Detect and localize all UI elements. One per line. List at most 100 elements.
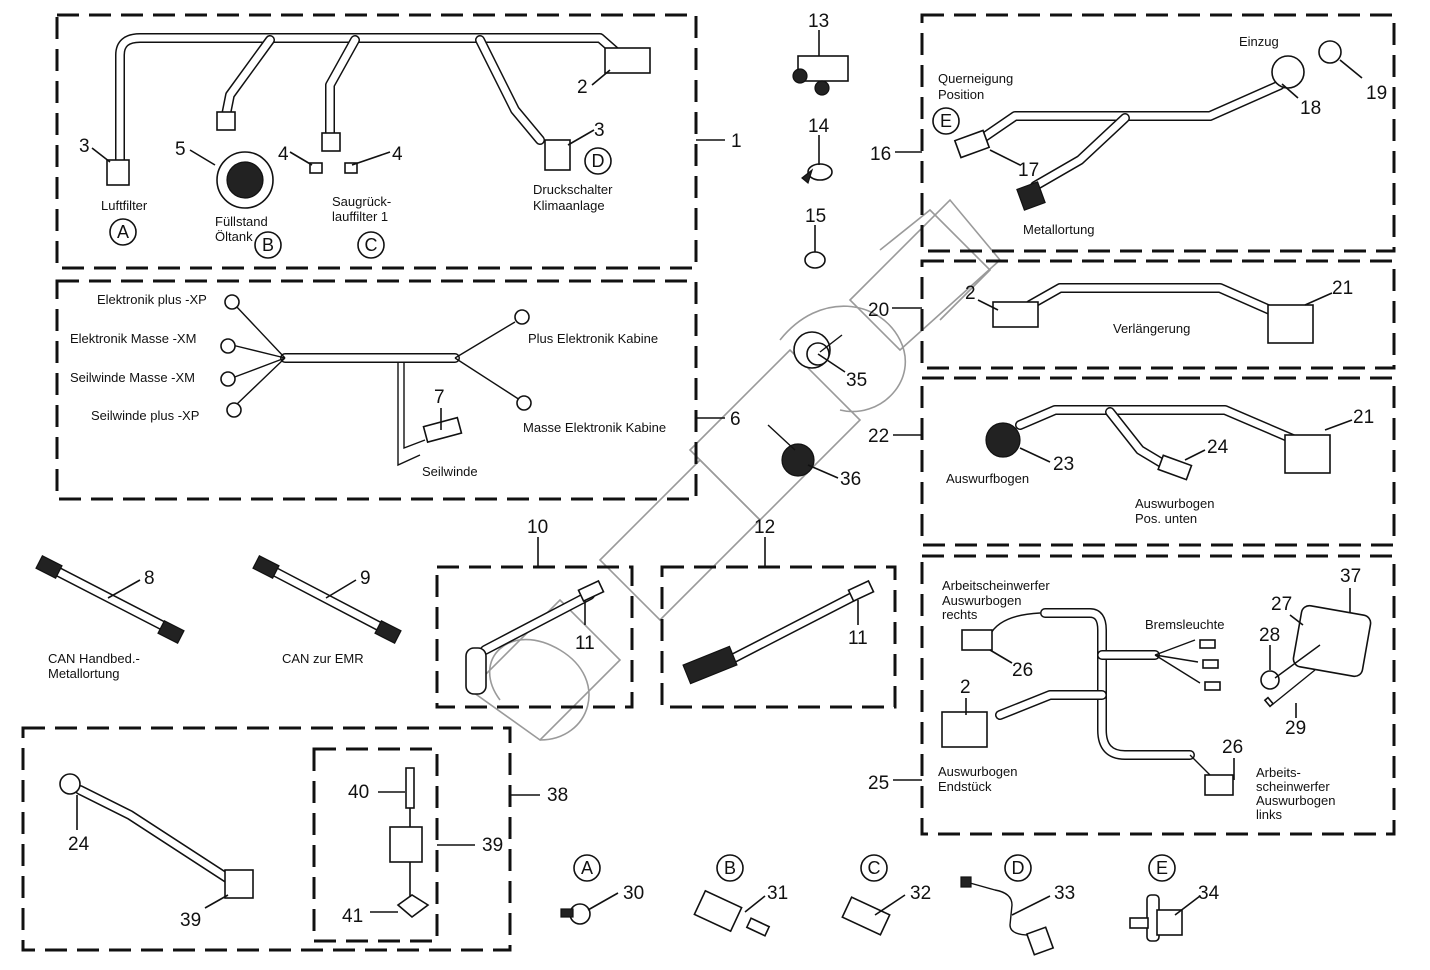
group-16-harness[interactable]: 17 18 19 16 Querneigung Position Einzug … (870, 13, 1396, 253)
callout-41: 41 (342, 906, 363, 927)
svg-text:D: D (592, 151, 605, 171)
sensor-33[interactable]: D 33 (960, 854, 1075, 956)
group-12-cable[interactable]: 12 11 (660, 517, 897, 709)
connector-24 (1157, 454, 1193, 481)
svg-text:C: C (868, 858, 881, 878)
group-38-valve-cable[interactable]: 24 39 40 39 41 38 (21, 726, 568, 952)
terminal-4 (344, 162, 358, 174)
label-querneigung: Querneigung (938, 71, 1013, 86)
callout-20: 20 (868, 300, 889, 321)
callout-4: 4 (392, 144, 403, 165)
metallortung-plug (1016, 181, 1046, 211)
sensor-31[interactable]: B 31 (693, 854, 788, 937)
connector-26-right (961, 629, 993, 651)
group-1-harness[interactable]: 3 5 4 4 2 3 1 Luftfilter Füllstand Öltan… (55, 13, 742, 270)
label-rechts: rechts (942, 607, 978, 622)
part-13-distributor[interactable]: 13 (792, 11, 849, 96)
label-elektronik-masse: Elektronik Masse -XM (70, 331, 196, 346)
ref-circle-B (254, 231, 282, 259)
part-9-can-cable[interactable]: 9 CAN zur EMR (252, 554, 402, 666)
connector-2 (604, 47, 651, 74)
ref-circle-D (584, 147, 612, 175)
group-39-frame (312, 747, 439, 943)
ring-terminal (226, 402, 242, 418)
round-connector (682, 645, 738, 685)
part-35-plug[interactable]: 35 (793, 331, 867, 391)
label-auswurbogen: Auswurbogen (1135, 496, 1215, 511)
connector-7 (422, 416, 463, 444)
label-masse-elektronik-kabine: Masse Elektronik Kabine (523, 420, 666, 435)
connector-11 (847, 579, 875, 603)
callout-40: 40 (348, 782, 369, 803)
connector-24 (59, 773, 81, 795)
callout-25: 25 (868, 773, 889, 794)
group-6-frame (55, 279, 698, 501)
label-can-handbed: CAN Handbed.- (48, 651, 140, 666)
connector-2 (992, 301, 1039, 328)
callout-9: 9 (360, 568, 371, 589)
part-14-clamp[interactable]: 14 (801, 116, 833, 185)
callout-26: 26 (1222, 737, 1243, 758)
group-20-frame (920, 259, 1396, 370)
sensor-30[interactable]: A 30 (560, 854, 644, 925)
label-bremsleuchte: Bremsleuchte (1145, 617, 1224, 632)
part-15-clamp[interactable]: 15 (804, 206, 826, 269)
pin-29 (1263, 696, 1275, 708)
connector-3-right (544, 139, 571, 171)
svg-text:D: D (1012, 858, 1025, 878)
callout-37: 37 (1340, 566, 1361, 587)
label-auswurfbogen: Auswurfbogen (946, 471, 1029, 486)
callout-8: 8 (144, 568, 155, 589)
group-25-harness[interactable]: 26 2 26 27 28 29 37 25 Arbeitscheinwerfe… (868, 554, 1396, 836)
part-8-can-cable[interactable]: 8 CAN Handbed.- Metallortung (35, 554, 185, 681)
callout-30: 30 (623, 883, 644, 904)
group-22-frame (920, 376, 1396, 547)
ring-terminal (220, 338, 236, 354)
flat-terminal (1204, 681, 1221, 691)
ref-circle-B (716, 854, 744, 882)
ref-circle-E (1148, 854, 1176, 882)
callout-36: 36 (840, 469, 861, 490)
ring-terminal (514, 309, 530, 325)
sleeve (321, 132, 341, 152)
group-20-extension[interactable]: 2 21 20 Verlängerung (868, 259, 1396, 370)
callout-1: 1 (731, 131, 742, 152)
group-6-harness[interactable]: 7 6 Elektronik plus -XP Elektronik Masse… (55, 279, 741, 501)
svg-text:A: A (117, 222, 129, 242)
callout-23: 23 (1053, 454, 1074, 475)
label-links: links (1256, 807, 1283, 822)
connector-11 (577, 579, 605, 603)
label-elektronik-plus: Elektronik plus -XP (97, 292, 207, 307)
callout-34: 34 (1198, 883, 1220, 904)
label-seilwinde: Seilwinde (422, 464, 478, 479)
sensor-34[interactable]: E 34 (1129, 854, 1220, 942)
callout-2: 2 (960, 677, 971, 698)
callout-32: 32 (910, 883, 931, 904)
callout-35: 35 (846, 370, 867, 391)
callout-4: 4 (278, 144, 289, 165)
callout-17: 17 (1018, 160, 1039, 181)
sensor-32[interactable]: C 32 (841, 854, 931, 936)
connector-21 (1284, 434, 1331, 474)
callout-29: 29 (1285, 718, 1306, 739)
callout-21: 21 (1332, 278, 1353, 299)
label-metallortung: Metallortung (1023, 222, 1095, 237)
label-seilwinde-plus: Seilwinde plus -XP (91, 408, 199, 423)
callout-39: 39 (482, 835, 503, 856)
label-auswurbogen: Auswurbogen (1256, 793, 1336, 808)
part-36-cap[interactable]: 36 (767, 424, 861, 490)
callout-10: 10 (527, 517, 548, 538)
svg-text:A: A (581, 858, 593, 878)
label-can-zur-emr: CAN zur EMR (282, 651, 364, 666)
ref-circle-C (357, 231, 385, 259)
label-position: Position (938, 87, 984, 102)
flat-terminal (1202, 659, 1219, 669)
ref-circle-D (1004, 854, 1032, 882)
group-10-cable[interactable]: 10 11 (435, 517, 634, 709)
callout-5: 5 (175, 139, 186, 160)
callout-31: 31 (767, 883, 788, 904)
callout-28: 28 (1259, 625, 1280, 646)
group-22-harness[interactable]: 23 24 21 22 Auswurfbogen Auswurbogen Pos… (868, 376, 1396, 547)
label-luftfilter: Luftfilter (101, 198, 148, 213)
